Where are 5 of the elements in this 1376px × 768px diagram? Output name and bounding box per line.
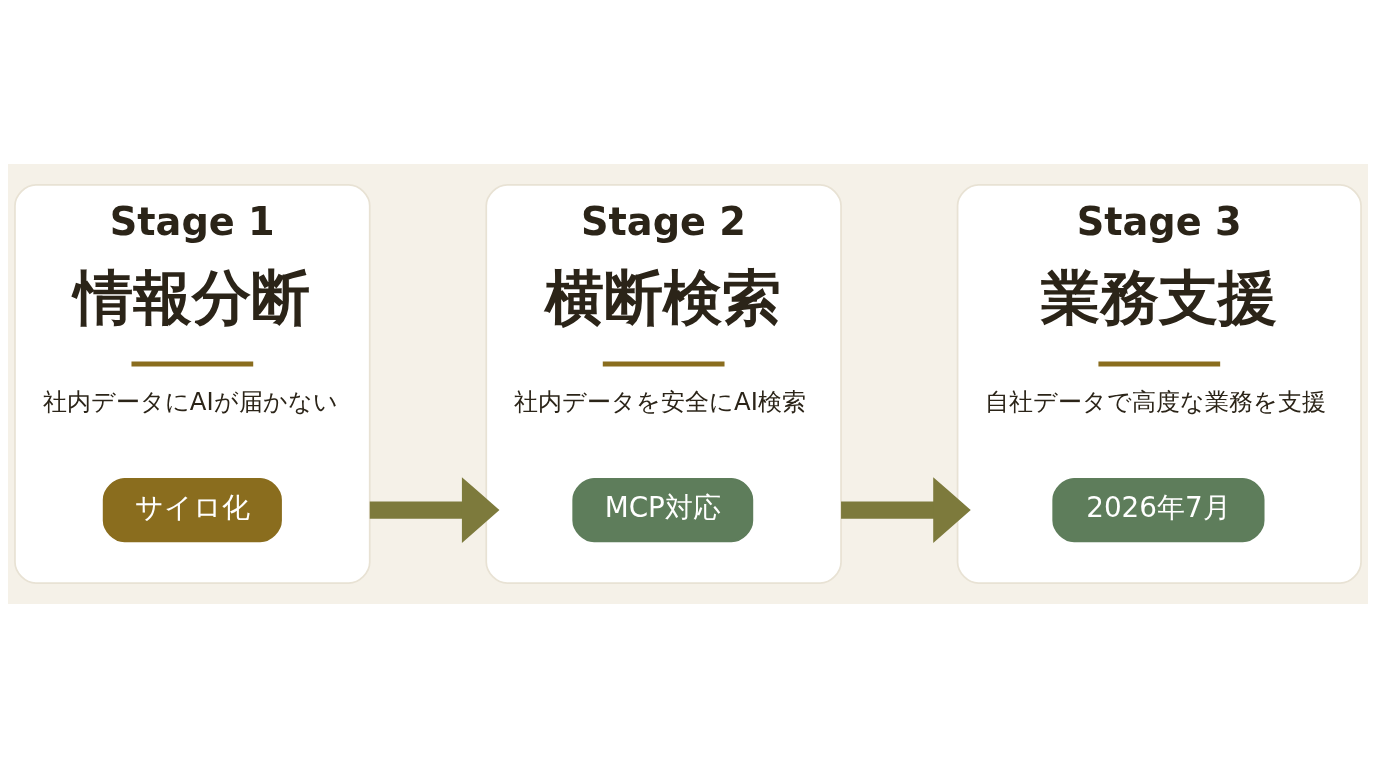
node-box: 2026年7月 xyxy=(1052,477,1265,543)
arrow xyxy=(841,477,971,543)
arrow xyxy=(369,477,500,543)
node-box: MCP対応 xyxy=(572,477,754,543)
node-box: サイロ化 xyxy=(102,477,282,543)
